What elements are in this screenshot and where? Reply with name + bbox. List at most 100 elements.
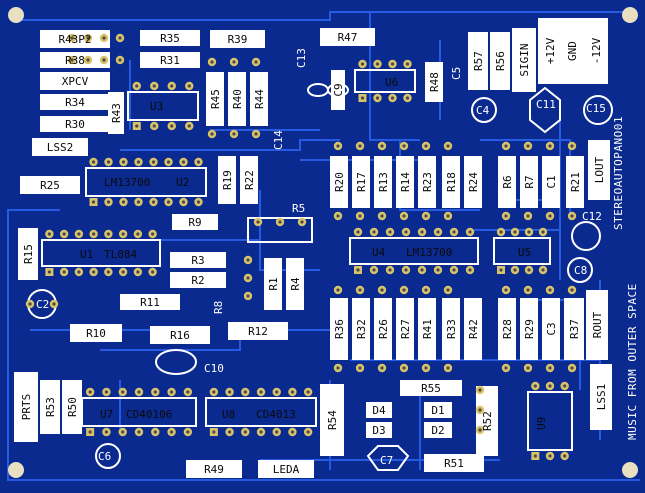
drill-hole — [70, 58, 74, 62]
part-lss2 — [32, 138, 88, 156]
drill-hole — [468, 268, 472, 272]
pads — [25, 33, 577, 461]
cap-c8 — [567, 257, 593, 283]
label-r30: R30 — [65, 118, 85, 131]
drill-hole — [424, 366, 428, 370]
chip-u1 — [41, 239, 161, 267]
drill-hole — [166, 200, 171, 204]
drill-hole — [358, 144, 362, 148]
part-r44 — [250, 72, 268, 126]
drill-hole — [62, 270, 66, 274]
drill-hole — [420, 230, 424, 234]
drill-hole — [306, 430, 310, 434]
drill-hole — [478, 428, 482, 432]
label-lm13700: LM13700 — [104, 176, 150, 189]
drill-hole — [372, 268, 376, 272]
label-u9: U9 — [535, 417, 548, 430]
drill-hole — [151, 270, 155, 274]
drill-hole — [106, 270, 110, 274]
part-r27 — [396, 298, 414, 360]
drill-hole — [91, 160, 96, 164]
part-r33 — [442, 298, 460, 360]
label-r24: R24 — [467, 172, 480, 192]
label-r38: R38 — [65, 54, 85, 67]
drill-hole — [121, 390, 125, 394]
drill-hole — [526, 288, 530, 292]
part-r57 — [468, 32, 488, 90]
chip-u8 — [205, 397, 317, 427]
part-prts — [14, 372, 38, 442]
chip-u4 — [349, 237, 479, 265]
drill-hole — [106, 232, 110, 236]
chip-u9 — [527, 391, 573, 451]
drill-hole — [135, 124, 139, 128]
drill-hole — [424, 288, 428, 292]
drill-hole — [246, 294, 250, 298]
drill-hole — [290, 390, 295, 394]
drill-hole — [106, 200, 111, 204]
part-r23 — [418, 156, 436, 208]
drill-hole — [47, 270, 51, 274]
drill-hole — [527, 230, 531, 234]
part-r3 — [170, 252, 226, 268]
label-cd40106: CD40106 — [126, 408, 172, 421]
label-leda: LEDA — [273, 463, 300, 476]
drill-hole — [436, 230, 440, 234]
drill-hole — [478, 408, 482, 412]
label-r13: R13 — [377, 172, 390, 192]
label-r14: R14 — [399, 172, 412, 192]
label-c9: C9 — [332, 83, 345, 96]
drill-hole — [446, 288, 450, 292]
label-r36: R36 — [333, 319, 346, 339]
drill-hole — [104, 390, 109, 394]
drill-hole — [563, 454, 567, 458]
board-subtitle: STEREOAUTOPANO01 — [612, 116, 625, 230]
label-r31: R31 — [160, 54, 180, 67]
part-r37 — [564, 298, 584, 360]
label-r4: R4 — [289, 277, 302, 291]
label-c15: C15 — [586, 102, 606, 115]
drill-hole — [186, 390, 190, 394]
drill-hole — [404, 230, 408, 234]
part-r35 — [140, 30, 200, 46]
drill-hole — [541, 230, 545, 234]
label-c7: C7 — [380, 454, 393, 467]
drill-hole — [402, 366, 406, 370]
drill-hole — [62, 232, 66, 236]
drill-hole — [405, 96, 410, 100]
drill-hole — [259, 390, 263, 394]
drill-hole — [151, 232, 155, 236]
drill-hole — [290, 430, 295, 434]
label-r10: R10 — [86, 327, 106, 340]
part-r7 — [520, 156, 538, 208]
part-c1 — [542, 156, 560, 208]
drill-hole — [541, 268, 545, 272]
part-m12v — [584, 18, 608, 84]
part-r12 — [228, 322, 288, 340]
drill-hole — [504, 288, 508, 292]
drill-hole — [227, 430, 232, 434]
cap-c15 — [583, 95, 613, 125]
drill-hole — [170, 84, 174, 88]
drill-hole — [243, 430, 247, 434]
mounting-holes — [8, 7, 638, 478]
drill-hole — [153, 390, 157, 394]
label-r56: R56 — [494, 51, 507, 71]
drill-hole — [380, 288, 384, 292]
drill-hole — [169, 390, 174, 394]
label-r6: R6 — [501, 175, 514, 188]
drill-hole — [102, 58, 106, 62]
drill-hole — [136, 200, 141, 204]
label-r43: R43 — [110, 103, 123, 123]
drill-hole — [136, 270, 140, 274]
label-xpcv: XPCV — [62, 75, 89, 88]
part-d3 — [366, 422, 392, 438]
drill-hole — [70, 36, 74, 40]
mount-hole-tr — [622, 7, 638, 23]
part-d2 — [424, 422, 452, 438]
cap-c10 — [155, 349, 197, 375]
label-c13: C13 — [295, 48, 308, 68]
drill-hole — [259, 430, 263, 434]
label-lss2: LSS2 — [47, 141, 74, 154]
drill-hole — [169, 430, 174, 434]
